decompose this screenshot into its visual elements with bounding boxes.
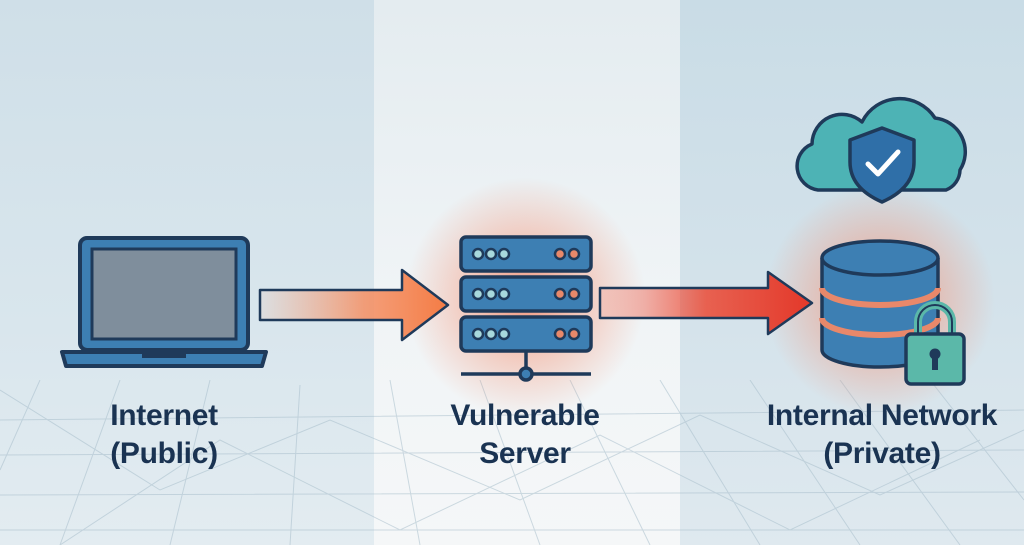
internet-zone-label: Internet (Public) — [44, 397, 284, 473]
server-rack-icon — [459, 235, 593, 382]
server-zone-subtitle: Server — [479, 437, 571, 470]
attack-arrow-to-server — [258, 268, 450, 342]
laptop-icon — [60, 236, 268, 368]
attack-arrow-to-internal — [598, 270, 814, 336]
internet-zone-subtitle: (Public) — [110, 437, 218, 470]
internal-zone-subtitle: (Private) — [823, 437, 941, 470]
server-zone-label: Vulnerable Server — [400, 397, 650, 473]
server-zone-title: Vulnerable — [450, 399, 600, 432]
internet-zone-title: Internet — [110, 399, 218, 432]
padlock-icon — [904, 301, 966, 386]
internal-zone-label: Internal Network (Private) — [740, 397, 1024, 473]
internal-zone-title: Internal Network — [766, 399, 998, 432]
shield-check-icon — [848, 126, 916, 204]
